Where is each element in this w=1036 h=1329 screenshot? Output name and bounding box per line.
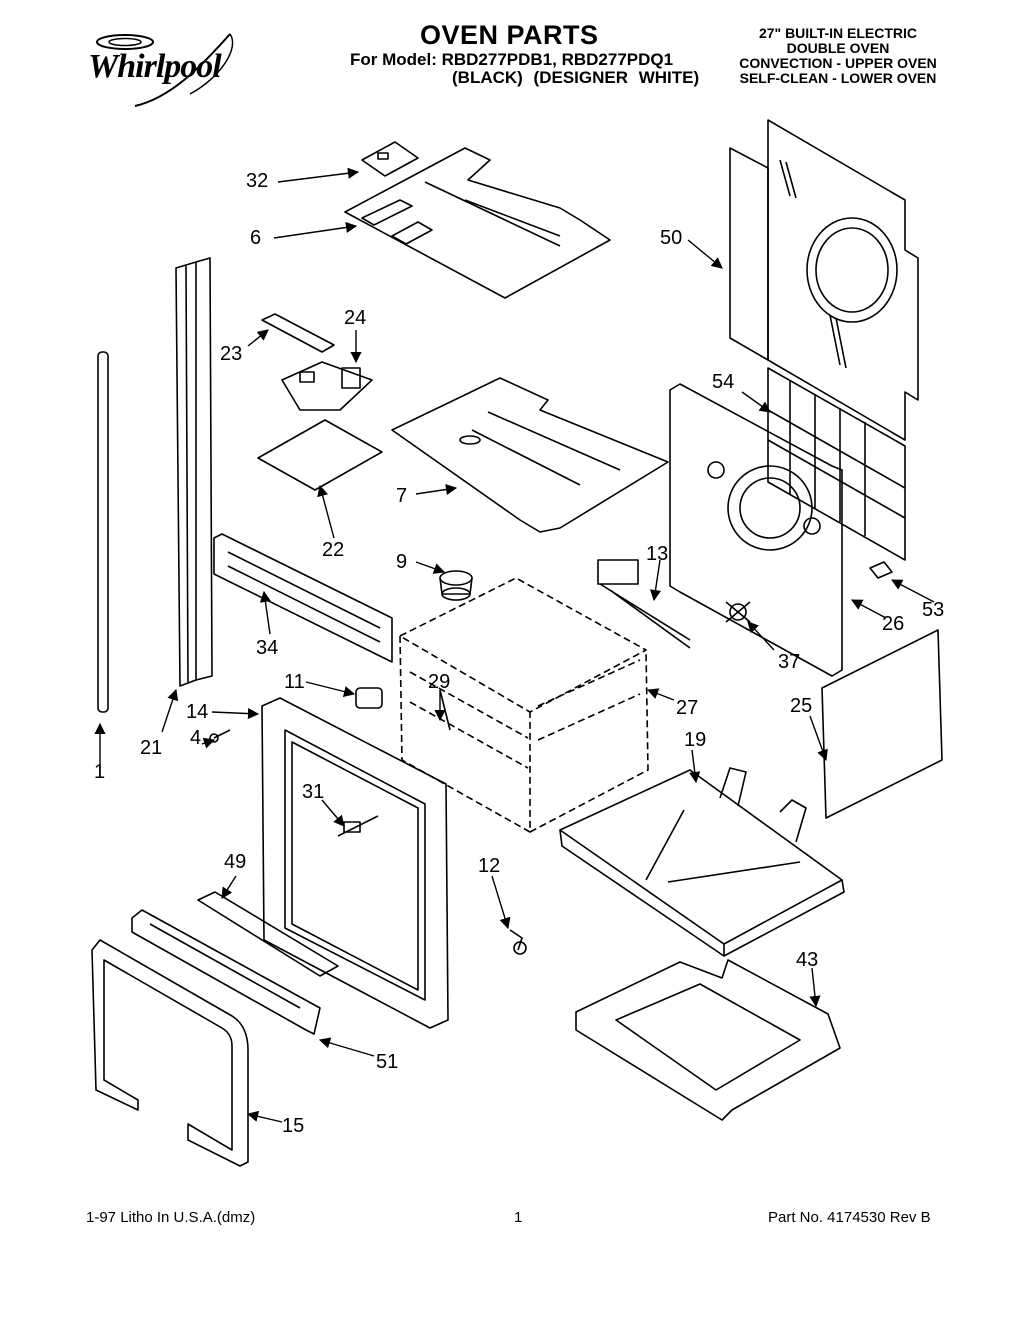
callout-6: 6 <box>250 227 262 249</box>
part-drip-tray <box>575 959 841 1121</box>
callout-34: 34 <box>256 637 279 659</box>
part-front-trim <box>197 891 339 977</box>
callout-15: 15 <box>282 1115 305 1137</box>
callout-50: 50 <box>660 227 683 249</box>
leader-arrows <box>94 167 935 1123</box>
callout-21: 21 <box>140 737 163 759</box>
part-heating-element <box>597 559 691 649</box>
part-fan-blade <box>725 601 751 623</box>
callout-19: 19 <box>684 729 707 751</box>
part-rear-panel <box>729 119 919 441</box>
page-number: 1 <box>514 1209 523 1226</box>
callout-22: 22 <box>322 539 345 561</box>
part-front-frame <box>261 697 449 1029</box>
part-small-plate <box>361 141 419 177</box>
part-vertical-rod <box>97 351 109 713</box>
callout-12: 12 <box>478 855 501 877</box>
description-line: CONVECTION - UPPER OVEN <box>739 55 937 71</box>
part-left-trim <box>175 257 213 687</box>
part-vent-strip <box>213 533 393 663</box>
part-bottom-panel <box>559 767 845 957</box>
part-29-bracket <box>439 689 451 731</box>
product-description: 27" BUILT-IN ELECTRIC DOUBLE OVEN CONVEC… <box>728 26 948 86</box>
callout-51: 51 <box>376 1051 399 1073</box>
part-fan-motor <box>439 570 473 601</box>
callout-32: 32 <box>246 170 269 192</box>
callout-37: 37 <box>778 651 801 673</box>
part-bracket <box>261 313 335 353</box>
callout-4: 4 <box>190 727 202 749</box>
footer-litho: 1-97 Litho In U.S.A.(dmz) <box>86 1209 256 1226</box>
callout-53: 53 <box>922 599 945 621</box>
part-spring <box>509 929 527 955</box>
part-small-bracket <box>869 561 893 579</box>
callout-29: 29 <box>428 671 451 693</box>
callout-26: 26 <box>882 613 905 635</box>
part-insulation-grid <box>767 367 906 561</box>
model-numbers: For Model: RBD277PDB1, RBD277PDQ1 <box>350 50 674 69</box>
callout-23: 23 <box>220 343 243 365</box>
page-title: OVEN PARTS <box>420 20 599 50</box>
callout-27: 27 <box>676 697 699 719</box>
whirlpool-logo-swirl-icon <box>96 33 234 107</box>
whirlpool-logo: Whirlpool <box>88 48 222 85</box>
description-line: DOUBLE OVEN <box>786 40 890 56</box>
part-front-strip <box>131 909 321 1035</box>
callout-31: 31 <box>302 781 325 803</box>
description-line: 27" BUILT-IN ELECTRIC <box>758 25 918 41</box>
part-light-socket <box>355 687 383 709</box>
description-line: SELF-CLEAN - LOWER OVEN <box>739 70 937 86</box>
part-number: Part No. 4174530 Rev B <box>768 1209 931 1226</box>
callout-24: 24 <box>344 307 367 329</box>
callout-14: 14 <box>186 701 209 723</box>
part-top-panel <box>344 147 611 299</box>
callout-54: 54 <box>712 371 735 393</box>
part-oven-cavity <box>399 577 649 833</box>
callout-13: 13 <box>646 543 669 565</box>
part-fan-housing <box>669 383 843 677</box>
part-door-gasket <box>91 939 249 1167</box>
part-side-panel <box>821 629 943 819</box>
callout-9: 9 <box>396 551 408 573</box>
part-switch-assembly <box>281 361 373 411</box>
part-thermostat-probe <box>337 815 379 837</box>
callout-11: 11 <box>284 671 305 693</box>
color-variants: (BLACK) (DESIGNER WHITE) <box>452 68 700 87</box>
callout-43: 43 <box>796 949 819 971</box>
callout-25: 25 <box>790 695 813 717</box>
callout-1: 1 <box>94 761 106 783</box>
callout-49: 49 <box>224 851 247 873</box>
callout-7: 7 <box>396 485 408 507</box>
part-upper-panel <box>391 377 669 533</box>
part-cover-plate <box>257 419 383 491</box>
